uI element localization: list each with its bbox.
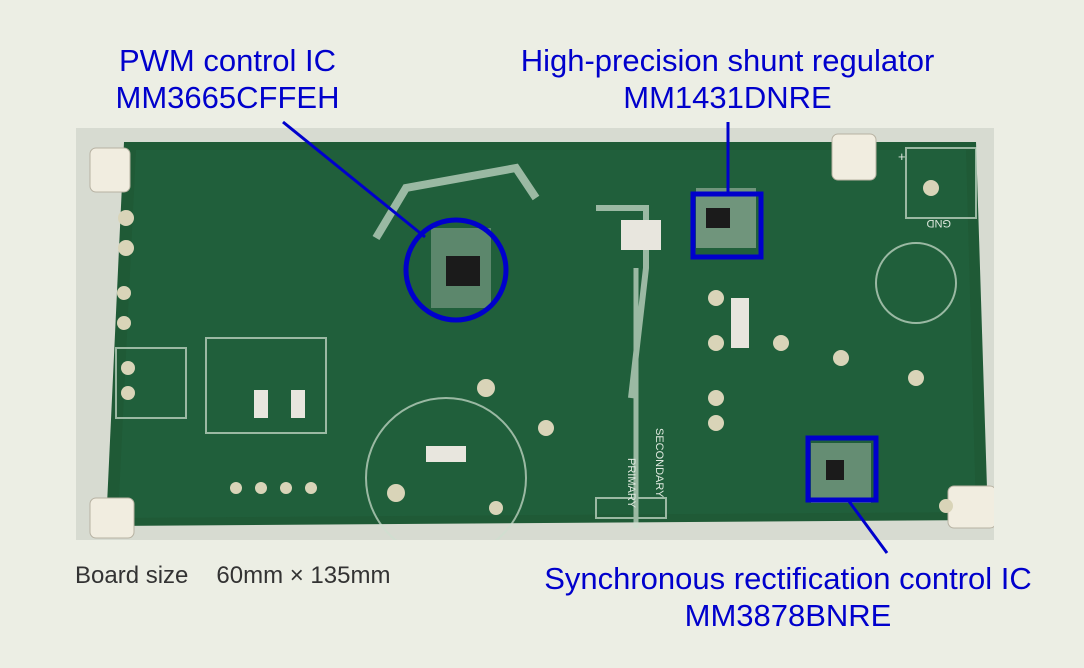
secondary-label: SECONDARY bbox=[653, 428, 665, 498]
sync-rect-title: Synchronous rectification control IC bbox=[544, 561, 1032, 596]
pwm-ic-part-number: MM3665CFFEH bbox=[115, 80, 340, 115]
sync-rect-part-number: MM3878BNRE bbox=[684, 598, 892, 633]
shunt-regulator-highlight-box bbox=[690, 191, 764, 260]
sync-rect-leader-line bbox=[846, 499, 889, 554]
shunt-regulator-title: High-precision shunt regulator bbox=[520, 43, 935, 78]
sync-rect-callout: Synchronous rectification control IC MM3… bbox=[508, 560, 1068, 634]
board-size-value: 60mm × 135mm bbox=[216, 562, 391, 589]
board-size-caption: Board size 60mm × 135mm bbox=[75, 562, 390, 590]
pwm-ic-highlight-circle bbox=[403, 217, 509, 323]
sync-ic-chip bbox=[826, 460, 844, 480]
pwm-ic-title: PWM control IC bbox=[118, 43, 337, 78]
board-size-label: Board size bbox=[75, 562, 189, 589]
primary-label: PRIMARY bbox=[625, 458, 637, 509]
standoffs bbox=[89, 133, 994, 539]
pwm-ic-chip bbox=[446, 256, 480, 286]
shunt-regulator-callout: High-precision shunt regulator MM1431DNR… bbox=[490, 42, 965, 116]
shunt-regulator-part-number: MM1431DNRE bbox=[623, 80, 832, 115]
pwm-ic-callout: PWM control IC MM3665CFFEH bbox=[105, 42, 350, 116]
gnd-label: GND bbox=[927, 217, 952, 229]
sync-rect-highlight-box bbox=[805, 435, 879, 503]
shunt-ic-chip bbox=[706, 208, 730, 228]
plus-label: + bbox=[898, 149, 906, 164]
smd-components bbox=[254, 188, 871, 503]
solder-pads bbox=[117, 180, 953, 515]
pwm-ic-leader-line bbox=[282, 120, 426, 239]
